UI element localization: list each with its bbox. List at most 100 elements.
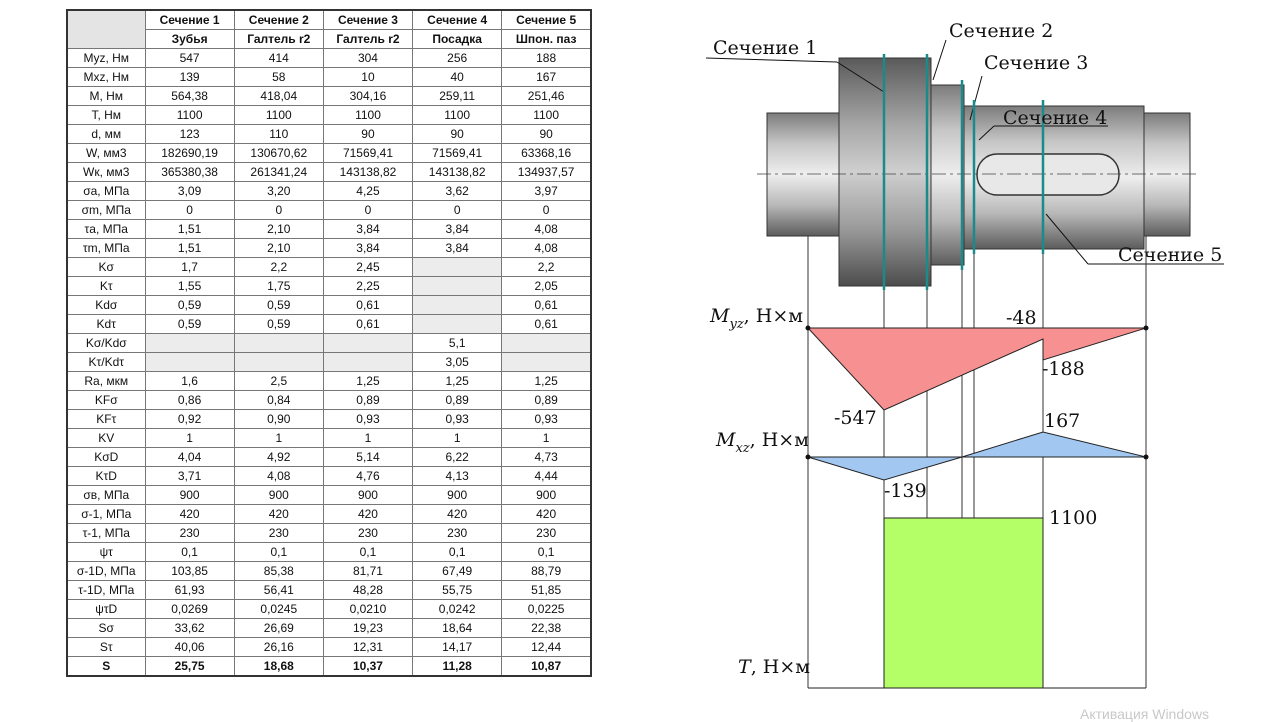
table-cell: 26,16 bbox=[233, 637, 324, 657]
row-label: Kτ bbox=[66, 276, 146, 296]
header-section-5: Сечение 5 bbox=[501, 9, 592, 30]
header-section-4: Сечение 4 bbox=[412, 9, 503, 30]
row-label: ψτ bbox=[66, 542, 146, 562]
table-cell bbox=[233, 352, 324, 372]
table-cell: 51,85 bbox=[501, 580, 592, 600]
activation-watermark: Активация Windows bbox=[1080, 706, 1210, 722]
row-label: W, мм3 bbox=[66, 143, 146, 163]
table-cell: 67,49 bbox=[412, 561, 503, 581]
mxz-diagram: Mxz, Н×м -139 167 bbox=[715, 410, 1149, 502]
table-cell: 1,25 bbox=[322, 371, 414, 391]
row-label: d, мм bbox=[66, 124, 146, 144]
table-cell: 3,84 bbox=[322, 219, 414, 239]
table-cell: 0,93 bbox=[412, 409, 503, 429]
section-label-5: Сечение 5 bbox=[1118, 244, 1222, 266]
table-cell: 0,93 bbox=[322, 409, 414, 429]
table-cell: 1,75 bbox=[233, 276, 324, 296]
table-cell: 0,61 bbox=[322, 295, 414, 315]
header-type-2: Галтель r2 bbox=[233, 29, 324, 49]
table-cell: 900 bbox=[501, 485, 592, 505]
table-cell: 5,1 bbox=[412, 333, 503, 353]
row-label: Sσ bbox=[66, 618, 146, 638]
header-type-3: Галтель r2 bbox=[322, 29, 414, 49]
table-cell: 14,17 bbox=[412, 637, 503, 657]
row-label: τa, МПа bbox=[66, 219, 146, 239]
table-cell: 564,38 bbox=[144, 86, 235, 106]
table-cell: 4,08 bbox=[501, 238, 592, 258]
row-label: KτD bbox=[66, 466, 146, 486]
table-cell: 1,55 bbox=[144, 276, 235, 296]
table-cell: 12,31 bbox=[322, 637, 414, 657]
myz-axis-title: Myz, Н×м bbox=[709, 305, 803, 332]
row-label: Myz, Нм bbox=[66, 48, 146, 68]
table-cell bbox=[412, 314, 503, 334]
table-cell: 167 bbox=[501, 67, 592, 87]
table-cell: 365380,38 bbox=[144, 162, 235, 182]
table-cell bbox=[144, 352, 235, 372]
table-cell: 3,97 bbox=[501, 181, 592, 201]
total-cell: 25,75 bbox=[144, 656, 235, 677]
table-cell: 1 bbox=[322, 428, 414, 448]
table-cell: 110 bbox=[233, 124, 324, 144]
table-cell: 230 bbox=[501, 523, 592, 543]
table-cell: 900 bbox=[144, 485, 235, 505]
row-label: Sτ bbox=[66, 637, 146, 657]
table-cell: 900 bbox=[233, 485, 324, 505]
header-type-5: Шпон. паз bbox=[501, 29, 592, 49]
table-cell: 71569,41 bbox=[412, 143, 503, 163]
header-corner-cell bbox=[66, 9, 146, 49]
myz-step-low-value: -188 bbox=[1042, 358, 1085, 380]
table-cell bbox=[412, 257, 503, 277]
table-cell: 2,25 bbox=[322, 276, 414, 296]
table-cell: 19,23 bbox=[322, 618, 414, 638]
table-cell: 4,73 bbox=[501, 447, 592, 467]
table-cell: 0,61 bbox=[322, 314, 414, 334]
table-cell: 3,84 bbox=[412, 238, 503, 258]
table-cell: 420 bbox=[322, 504, 414, 524]
table-cell: 4,13 bbox=[412, 466, 503, 486]
table-cell: 1,25 bbox=[412, 371, 503, 391]
table-cell: 900 bbox=[412, 485, 503, 505]
header-type-1: Зубья bbox=[144, 29, 235, 49]
table-cell: 0 bbox=[412, 200, 503, 220]
table-cell: 2,5 bbox=[233, 371, 324, 391]
table-cell: 26,69 bbox=[233, 618, 324, 638]
myz-step-high-value: -48 bbox=[1006, 307, 1037, 329]
row-label: KσD bbox=[66, 447, 146, 467]
table-cell: 256 bbox=[412, 48, 503, 68]
row-label: KFτ bbox=[66, 409, 146, 429]
table-cell: 2,10 bbox=[233, 238, 324, 258]
table-cell: 6,22 bbox=[412, 447, 503, 467]
table-cell: 90 bbox=[501, 124, 592, 144]
table-cell: 0 bbox=[322, 200, 414, 220]
table-cell: 0,86 bbox=[144, 390, 235, 410]
row-label: Mxz, Нм bbox=[66, 67, 146, 87]
row-label: σ-1D, МПа bbox=[66, 561, 146, 581]
table-cell: 2,10 bbox=[233, 219, 324, 239]
table-cell: 0,0242 bbox=[412, 599, 503, 619]
table-cell: 1100 bbox=[501, 105, 592, 125]
table-cell bbox=[501, 352, 592, 372]
table-cell: 55,75 bbox=[412, 580, 503, 600]
table-cell: 33,62 bbox=[144, 618, 235, 638]
table-cell: 4,76 bbox=[322, 466, 414, 486]
table-cell: 418,04 bbox=[233, 86, 324, 106]
table-cell: 1,51 bbox=[144, 238, 235, 258]
table-cell: 1100 bbox=[233, 105, 324, 125]
row-label: KFσ bbox=[66, 390, 146, 410]
table-cell: 0 bbox=[233, 200, 324, 220]
table-cell: 0,59 bbox=[233, 314, 324, 334]
table-cell: 4,44 bbox=[501, 466, 592, 486]
section-label-2: Сечение 2 bbox=[949, 20, 1053, 42]
table-cell: 1100 bbox=[144, 105, 235, 125]
